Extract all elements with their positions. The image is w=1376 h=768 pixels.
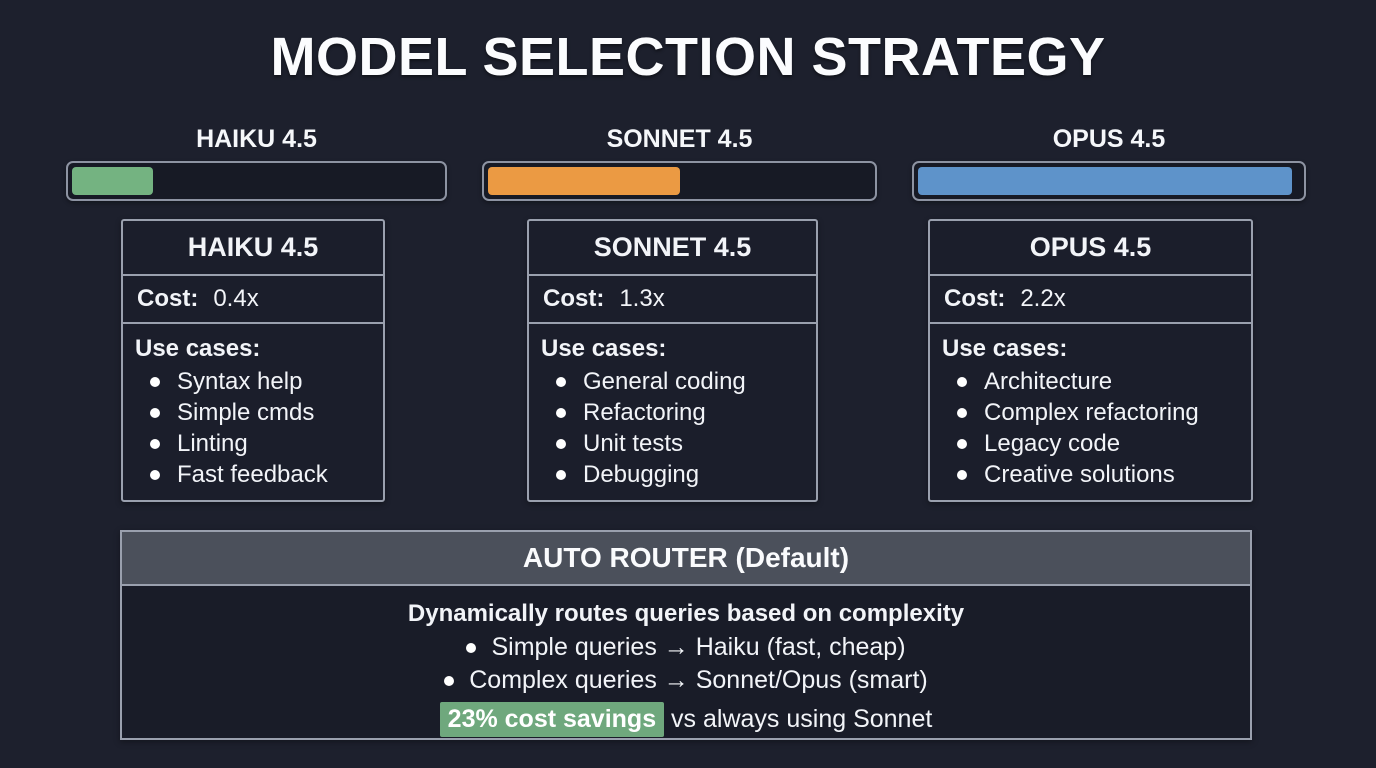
card-title: SONNET 4.5 — [529, 221, 816, 276]
list-item: General coding — [541, 366, 804, 397]
list-item: Creative solutions — [942, 459, 1239, 490]
cost-bar-sonnet — [482, 161, 877, 201]
bullet-dot — [957, 376, 967, 387]
use-case-text: Architecture — [984, 368, 1113, 395]
bullet-dot — [466, 642, 477, 653]
cost-bar-fill-opus — [918, 167, 1293, 195]
model-card-sonnet: SONNET 4.5 Cost: 1.3x Use cases: General … — [527, 219, 818, 502]
cost-bar-fill-sonnet — [488, 167, 680, 195]
cost-label: Cost: — [543, 285, 605, 312]
use-cases-list: Syntax help Simple cmds Linting Fast fee… — [135, 366, 371, 490]
list-item: Refactoring — [541, 397, 804, 428]
savings-line: 23% cost savings vs always using Sonnet — [122, 701, 1250, 737]
savings-rest: vs always using Sonnet — [664, 705, 933, 733]
auto-router-body: Dynamically routes queries based on comp… — [122, 586, 1250, 737]
list-item: Architecture — [942, 366, 1239, 397]
column-label-opus: OPUS 4.5 — [1052, 125, 1166, 153]
bullet-dot — [150, 376, 160, 387]
use-case-text: Refactoring — [583, 399, 706, 426]
card-cost-row: Cost: 2.2x — [930, 276, 1251, 324]
router-rule-text: Complex queries → Sonnet/Opus (smart) — [469, 666, 928, 694]
use-case-text: Creative solutions — [984, 461, 1175, 488]
bullet-dot — [150, 438, 160, 449]
list-item: Debugging — [541, 459, 804, 490]
model-card-opus: OPUS 4.5 Cost: 2.2x Use cases: Architectu… — [928, 219, 1253, 502]
column-label-sonnet: SONNET 4.5 — [606, 125, 753, 153]
list-item: Complex refactoring — [942, 397, 1239, 428]
bullet-dot — [556, 407, 566, 418]
cost-bar-fill-haiku — [72, 167, 154, 195]
card-use-cases: Use cases: General coding Refactoring Un… — [529, 324, 816, 490]
use-cases-label: Use cases: — [942, 335, 1068, 362]
card-use-cases: Use cases: Architecture Complex refactor… — [930, 324, 1251, 490]
bullet-dot — [957, 469, 967, 480]
list-item: Complex queries → Sonnet/Opus (smart) — [122, 664, 1250, 697]
cost-value: 0.4x — [213, 285, 259, 312]
bullet-dot — [150, 407, 160, 418]
list-item: Syntax help — [135, 366, 371, 397]
list-item: Simple cmds — [135, 397, 371, 428]
bullet-dot — [556, 376, 566, 387]
bullet-dot — [957, 438, 967, 449]
card-cost-row: Cost: 1.3x — [529, 276, 816, 324]
savings-highlight: 23% cost savings — [439, 702, 665, 737]
list-item: Simple queries → Haiku (fast, cheap) — [122, 631, 1250, 664]
card-use-cases: Use cases: Syntax help Simple cmds Linti… — [123, 324, 383, 490]
auto-router-panel: AUTO ROUTER (Default) Dynamically routes… — [120, 530, 1252, 740]
cost-bar-opus — [912, 161, 1306, 201]
use-cases-label: Use cases: — [135, 335, 261, 362]
use-case-text: Syntax help — [177, 368, 303, 395]
use-cases-list: General coding Refactoring Unit tests De… — [541, 366, 804, 490]
model-card-haiku: HAIKU 4.5 Cost: 0.4x Use cases: Syntax he… — [121, 219, 385, 502]
use-case-text: Fast feedback — [177, 461, 328, 488]
use-case-text: Complex refactoring — [984, 399, 1199, 426]
cost-label: Cost: — [137, 285, 199, 312]
bullet-dot — [957, 407, 967, 418]
auto-router-header: AUTO ROUTER (Default) — [122, 532, 1250, 586]
list-item: Legacy code — [942, 428, 1239, 459]
cost-label: Cost: — [944, 285, 1006, 312]
column-label-haiku: HAIKU 4.5 — [196, 125, 317, 153]
use-case-text: Debugging — [583, 461, 700, 488]
cost-value: 1.3x — [619, 285, 665, 312]
card-cost-row: Cost: 0.4x — [123, 276, 383, 324]
list-item: Fast feedback — [135, 459, 371, 490]
router-rule-text: Simple queries → Haiku (fast, cheap) — [491, 633, 906, 661]
card-title: OPUS 4.5 — [930, 221, 1251, 276]
page-title: MODEL SELECTION STRATEGY — [270, 27, 1106, 87]
list-item: Linting — [135, 428, 371, 459]
use-cases-list: Architecture Complex refactoring Legacy … — [942, 366, 1239, 490]
bullet-dot — [444, 675, 455, 686]
use-case-text: General coding — [583, 368, 746, 395]
cost-value: 2.2x — [1020, 285, 1066, 312]
bullet-dot — [556, 438, 566, 449]
auto-router-description: Dynamically routes queries based on comp… — [407, 600, 965, 627]
use-cases-label: Use cases: — [541, 335, 667, 362]
use-case-text: Unit tests — [583, 430, 684, 457]
use-case-text: Linting — [177, 430, 248, 457]
use-case-text: Legacy code — [984, 430, 1121, 457]
use-case-text: Simple cmds — [177, 399, 315, 426]
bullet-dot — [150, 469, 160, 480]
cost-bar-haiku — [66, 161, 447, 201]
bullet-dot — [556, 469, 566, 480]
card-title: HAIKU 4.5 — [123, 221, 383, 276]
list-item: Unit tests — [541, 428, 804, 459]
